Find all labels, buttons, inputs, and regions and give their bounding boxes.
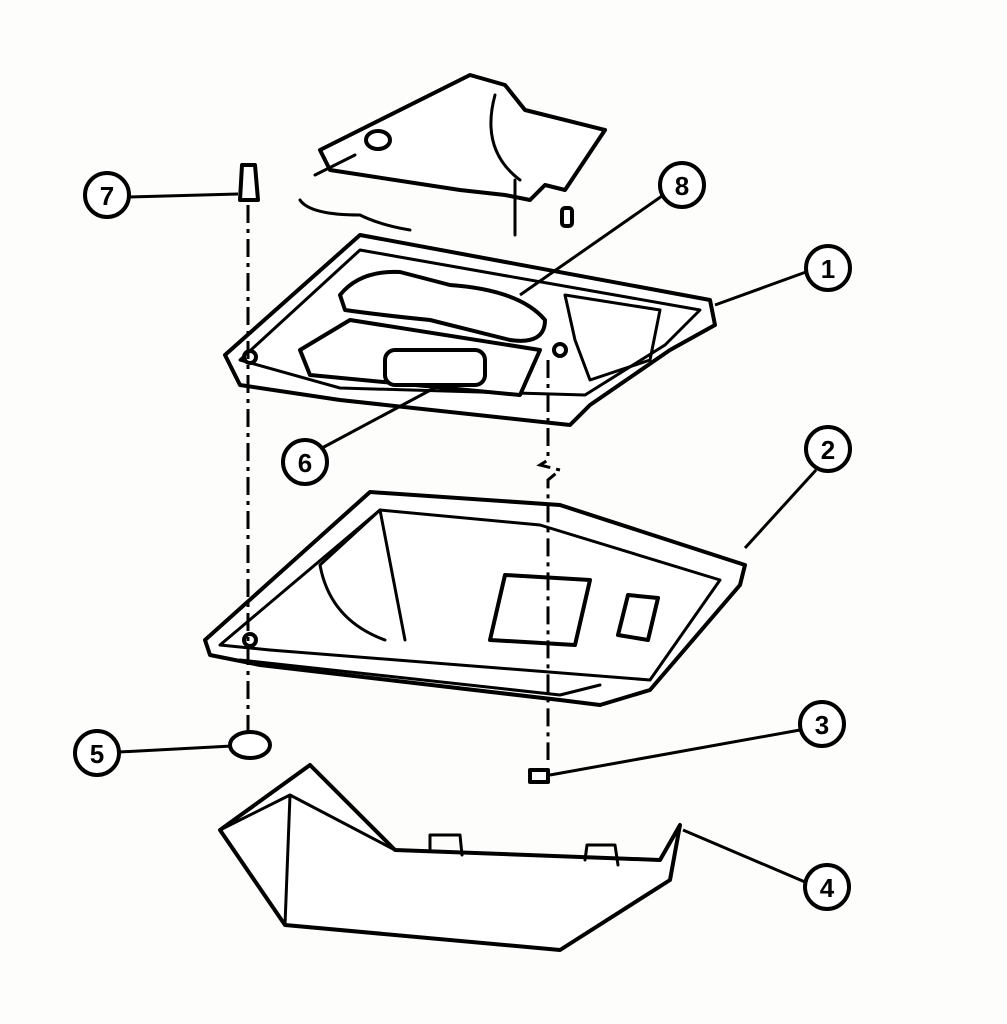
- lamp-base-assembly: [223, 233, 717, 427]
- wiring-bracket: [298, 73, 607, 237]
- callout-circle: [83, 171, 131, 219]
- callout-circle: [281, 438, 329, 486]
- callout-4: 4: [803, 863, 851, 911]
- callout-5: 5: [73, 729, 121, 777]
- callout-number: 3: [815, 710, 829, 740]
- screw: [528, 768, 550, 784]
- callout-circle: [804, 244, 852, 292]
- callout-number: 2: [821, 435, 835, 465]
- leader-lines: [118, 192, 818, 884]
- callout-number: 6: [298, 448, 312, 478]
- callout-6: 6: [281, 438, 329, 486]
- lens-cover: [218, 763, 682, 952]
- callout-circle: [804, 425, 852, 473]
- callout-3: 3: [798, 700, 846, 748]
- callout-number: 7: [100, 181, 114, 211]
- callout-number: 4: [820, 873, 835, 903]
- callout-2: 2: [804, 425, 852, 473]
- callout-number: 5: [90, 739, 104, 769]
- callout-8: 8: [658, 161, 706, 209]
- nut: [228, 730, 272, 760]
- callout-circle: [798, 700, 846, 748]
- centerline-right: [536, 360, 564, 760]
- console-housing: [203, 490, 747, 707]
- callout-1: 1: [804, 244, 852, 292]
- callout-circle: [803, 863, 851, 911]
- callout-circle: [658, 161, 706, 209]
- callout-number: 8: [675, 171, 689, 201]
- callout-number: 1: [821, 254, 835, 284]
- stud: [238, 163, 260, 202]
- callout-7: 7: [83, 171, 131, 219]
- callout-circle: [73, 729, 121, 777]
